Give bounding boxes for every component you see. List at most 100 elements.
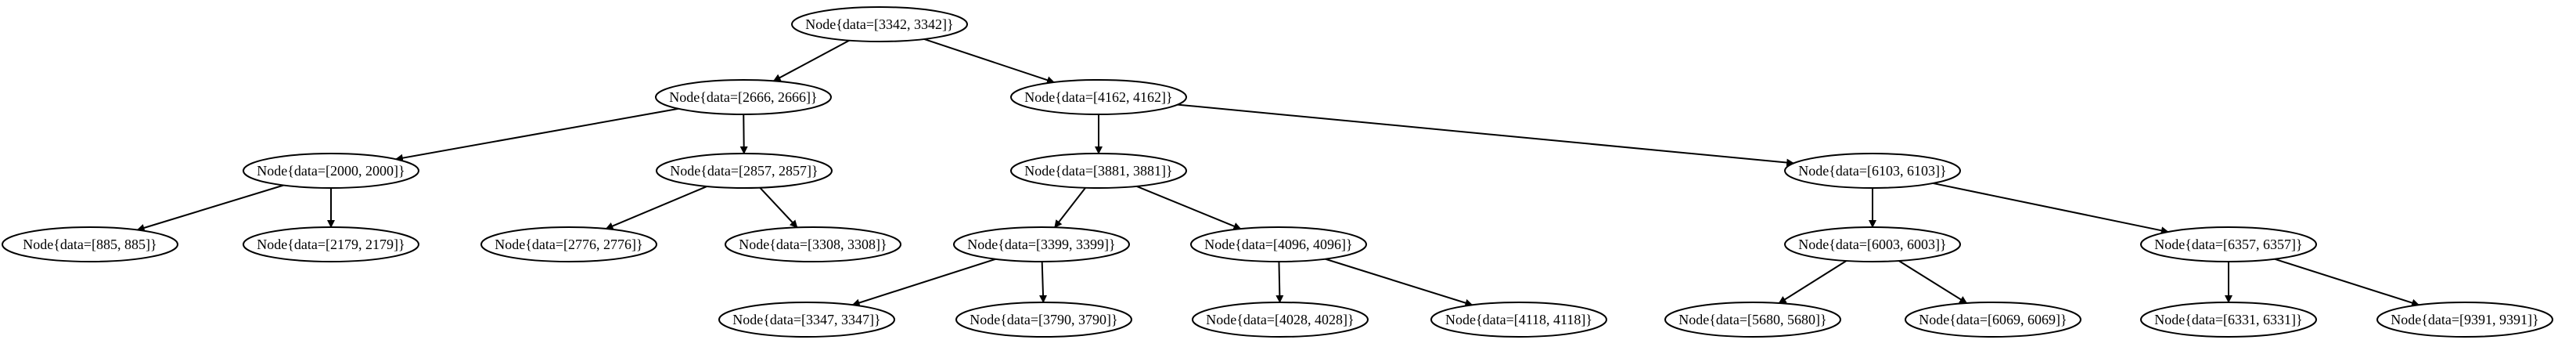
node-ellipse (656, 153, 833, 189)
tree-node: Node{data=[4028, 4028]} (1192, 302, 1369, 338)
node-label: Node{data=[2000, 2000]} (257, 163, 405, 179)
tree-node: Node{data=[6357, 6357]} (2140, 226, 2317, 262)
node-ellipse (1430, 302, 1607, 338)
node-ellipse (243, 226, 419, 262)
edge-arrow (759, 186, 798, 229)
edges-layer (136, 38, 2420, 307)
node-ellipse (1192, 302, 1369, 338)
node-ellipse (1010, 79, 1187, 115)
edge-line (1177, 103, 1795, 167)
edge-arrow (1177, 103, 1795, 167)
tree-node: Node{data=[6331, 6331]} (2140, 302, 2317, 338)
node-ellipse (955, 302, 1132, 338)
tree-node: Node{data=[4118, 4118]} (1430, 302, 1607, 338)
edge-arrow (1136, 185, 1242, 230)
node-label: Node{data=[2857, 2857]} (670, 163, 818, 179)
node-ellipse (718, 302, 895, 338)
edge-line (1054, 187, 1086, 229)
node-label: Node{data=[2179, 2179]} (257, 237, 405, 252)
nodes-layer: Node{data=[3342, 3342]} Node{data=[2666, … (2, 6, 2553, 338)
node-label: Node{data=[3399, 3399]} (967, 237, 1115, 252)
node-label: Node{data=[4118, 4118]} (1445, 312, 1592, 327)
edge-line (136, 184, 284, 232)
edge-line (759, 186, 798, 229)
node-label: Node{data=[5680, 5680]} (1678, 312, 1826, 327)
tree-node: Node{data=[3790, 3790]} (955, 302, 1132, 338)
edge-line (923, 38, 1055, 84)
node-ellipse (1010, 153, 1187, 189)
tree-node: Node{data=[2000, 2000]} (243, 153, 419, 189)
node-ellipse (1664, 302, 1841, 338)
tree-node: Node{data=[3308, 3308]} (725, 226, 901, 262)
node-label: Node{data=[6357, 6357]} (2154, 237, 2302, 252)
edge-arrow (739, 114, 748, 154)
edge-arrow (851, 258, 996, 307)
node-label: Node{data=[2776, 2776]} (495, 237, 642, 252)
edge-line (1898, 260, 1968, 304)
node-label: Node{data=[3347, 3347]} (732, 312, 880, 327)
edge-line (2274, 258, 2420, 307)
node-ellipse (1190, 226, 1367, 262)
node-ellipse (2, 226, 178, 262)
node-ellipse (725, 226, 901, 262)
node-label: Node{data=[6003, 6003]} (1798, 237, 1946, 252)
tree-node: Node{data=[2857, 2857]} (656, 153, 833, 189)
edge-arrow (1932, 182, 2169, 235)
tree-node: Node{data=[4096, 4096]} (1190, 226, 1367, 262)
edge-arrow (1054, 187, 1086, 229)
node-ellipse (655, 79, 832, 115)
tree-node: Node{data=[9391, 9391]} (2376, 302, 2553, 338)
node-ellipse (1905, 302, 2081, 338)
edge-line (1325, 258, 1473, 307)
edge-arrow (923, 38, 1055, 84)
node-ellipse (953, 226, 1130, 262)
node-label: Node{data=[3308, 3308]} (739, 237, 887, 252)
tree-node: Node{data=[6069, 6069]} (1905, 302, 2081, 338)
edge-line (772, 39, 850, 82)
node-label: Node{data=[6069, 6069]} (1919, 312, 2067, 327)
edge-arrow (394, 107, 679, 162)
edge-arrow (772, 39, 850, 82)
edge-arrow (1325, 258, 1473, 307)
edge-line (1932, 182, 2169, 235)
node-ellipse (791, 6, 968, 42)
tree-node: Node{data=[4162, 4162]} (1010, 79, 1187, 115)
edge-arrow (1039, 261, 1048, 303)
tree-node: Node{data=[3347, 3347]} (718, 302, 895, 338)
edge-arrow (136, 184, 284, 232)
node-ellipse (2376, 302, 2553, 338)
tree-node: Node{data=[3399, 3399]} (953, 226, 1130, 262)
node-label: Node{data=[3790, 3790]} (970, 312, 1117, 327)
edge-arrow (2274, 258, 2420, 307)
tree-node: Node{data=[3881, 3881]} (1010, 153, 1187, 189)
tree-node: Node{data=[6103, 6103]} (1784, 153, 1961, 189)
edge-line (394, 107, 679, 162)
node-label: Node{data=[6103, 6103]} (1798, 163, 1946, 179)
node-ellipse (2140, 226, 2317, 262)
node-label: Node{data=[9391, 9391]} (2391, 312, 2538, 327)
tree-node: Node{data=[6003, 6003]} (1784, 226, 1961, 262)
node-ellipse (1784, 226, 1961, 262)
node-label: Node{data=[2666, 2666]} (669, 89, 817, 105)
node-label: Node{data=[3881, 3881]} (1024, 163, 1172, 179)
edge-line (739, 114, 748, 154)
tree-node: Node{data=[3342, 3342]} (791, 6, 968, 42)
edge-arrow (1778, 260, 1847, 304)
node-ellipse (243, 153, 419, 189)
node-label: Node{data=[6331, 6331]} (2154, 312, 2302, 327)
edge-line (605, 186, 707, 230)
node-label: Node{data=[4096, 4096]} (1204, 237, 1352, 252)
edge-line (1136, 185, 1242, 230)
edge-line (1778, 260, 1847, 304)
node-ellipse (2140, 302, 2317, 338)
edge-line (851, 258, 996, 307)
node-label: Node{data=[3342, 3342]} (805, 16, 953, 32)
node-label: Node{data=[885, 885]} (23, 237, 157, 252)
node-label: Node{data=[4028, 4028]} (1206, 312, 1354, 327)
tree-node: Node{data=[5680, 5680]} (1664, 302, 1841, 338)
node-ellipse (1784, 153, 1961, 189)
node-ellipse (480, 226, 657, 262)
edge-line (1039, 261, 1048, 303)
node-label: Node{data=[4162, 4162]} (1024, 89, 1172, 105)
